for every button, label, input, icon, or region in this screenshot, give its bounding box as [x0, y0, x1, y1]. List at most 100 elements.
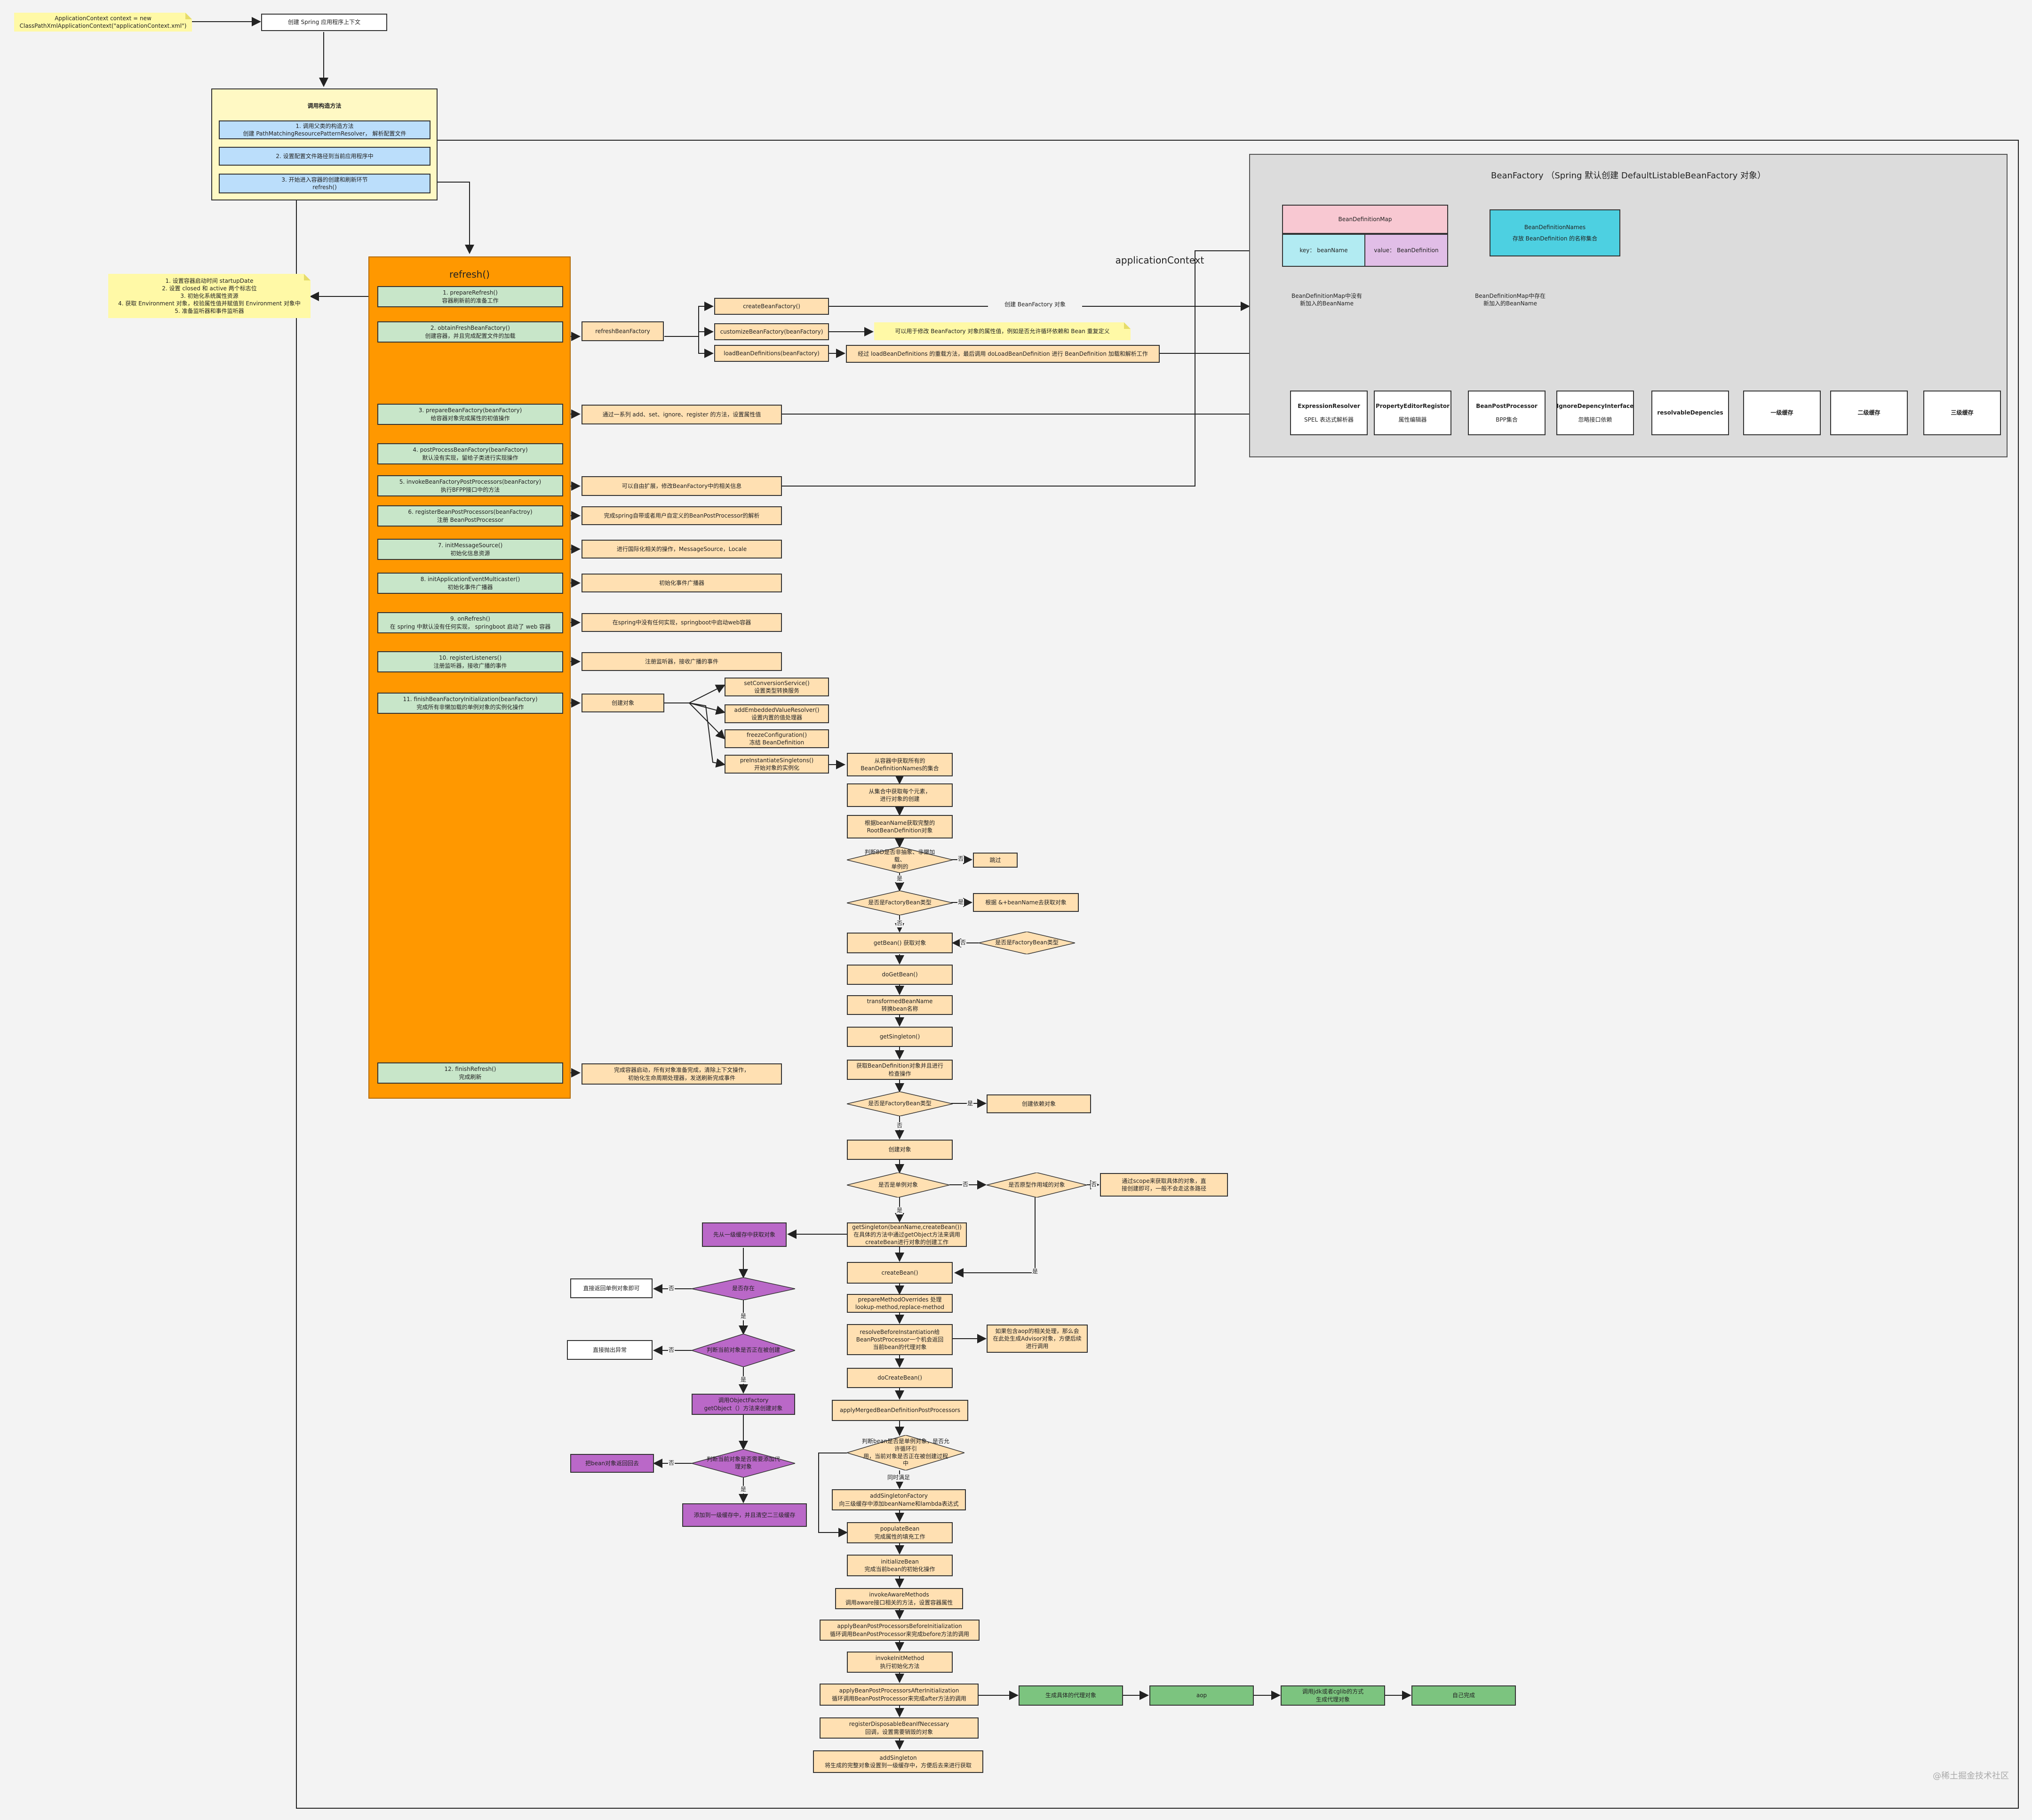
refresh-step-8: 8. initApplicationEventMulticaster() 初始化…	[377, 573, 563, 594]
apply-bpp-before-box: applyBeanPostProcessorsBeforeInitializat…	[820, 1620, 980, 1641]
component-title: BeanPostProcessor	[1476, 403, 1538, 410]
no-label-3: 否	[960, 939, 966, 947]
refresh-title: refresh()	[449, 269, 490, 280]
bean-definition-names-box: BeanDefinitionNames	[1490, 209, 1620, 256]
component-box-7: 二级缓存	[1830, 391, 1908, 435]
component-subtitle: 属性编辑器	[1398, 416, 1427, 423]
refresh-bean-factory-box: refreshBeanFactory	[582, 321, 664, 341]
flow-get-names: 从容器中获取所有的 BeanDefinitionNames的集合	[847, 753, 953, 776]
decision-non-abstract: 判断BD是否非抽象、非懒加载、 单例的	[847, 847, 953, 873]
refresh-step-5: 5. invokeBeanFactoryPostProcessors(beanF…	[377, 475, 563, 496]
bean-definition-names-desc: 存放 BeanDefinition 的名称集合	[1512, 235, 1598, 242]
meet-all-label: 同时满足	[880, 1474, 917, 1482]
get-singleton-create-bean-box: getSingleton(beanName,createBean()) 在具体的…	[847, 1222, 967, 1247]
side-step-5: 可以自由扩展，修改BeanFactory中的相关信息	[582, 476, 782, 496]
side-step-9: 在spring中没有任何实现，springboot中启动web容器	[582, 613, 782, 632]
get-singleton-box: getSingleton()	[847, 1027, 953, 1047]
map-with-name-note: BeanDefinitionMap中存在 新加入的BeanName	[1463, 293, 1557, 308]
component-subtitle: SPEL 表达式解析器	[1304, 416, 1354, 423]
refresh-step-11: 11. finishBeanFactoryInitialization(bean…	[377, 693, 563, 714]
refresh-step-2: 2. obtainFreshBeanFactory() 创建容器，并且完成配置文…	[377, 321, 563, 343]
no-label-6: 否	[1091, 1181, 1097, 1189]
add-first-level-cache-box: 添加到一级缓存中，并且清空二三级缓存	[682, 1503, 807, 1527]
refresh-step-4: 4. postProcessBeanFactory(beanFactory) 默…	[377, 443, 563, 464]
component-box-2: PropertyEditorRegistor 属性编辑器	[1374, 391, 1451, 435]
add-embedded-value-resolver-box: addEmbeddedValueResolver() 设置内置的值处理器	[725, 704, 829, 723]
component-subtitle: 忽略接口依赖	[1578, 416, 1612, 423]
no-label-7: 否	[668, 1285, 675, 1293]
decision-circular-reference: 判断bean是否是单例对象，是否允许循环引 用，当前对象是否正在被创建过程中	[847, 1435, 964, 1470]
no-label-9: 否	[668, 1460, 675, 1467]
aop-advisor-note-box: 如果包含aop的相关处理，那么会 在此处生成Advisor对象，方便后续 进行调…	[987, 1325, 1088, 1353]
constructor-step3: 3. 开始进入容器的创建和刷新环节 refresh()	[219, 174, 430, 193]
invoke-aware-methods-box: invokeAwareMethods 调用aware接口相关的方法，设置容器属性	[835, 1588, 963, 1609]
flow-root-bean-definition: 根据beanName获取完整的 RootBeanDefinition对象	[847, 815, 953, 838]
initialize-bean-box: initializeBean 完成当前bean的初始化操作	[847, 1555, 953, 1576]
no-label-2: 否	[896, 920, 903, 927]
resolve-before-instantiation-box: resolveBeforeInstantiation给 BeanPostProc…	[847, 1324, 953, 1355]
component-subtitle: BPP集合	[1496, 416, 1518, 423]
constructor-title: 调用构造方法	[307, 103, 342, 109]
aop-create-proxy-box: 生成具体的代理对象	[1019, 1685, 1123, 1706]
direct-return-box: 直接返回单例对象即可	[570, 1278, 653, 1298]
bean-definition-map-key: key： beanName	[1282, 234, 1365, 267]
apply-bpp-after-box: applyBeanPostProcessorsAfterInitializati…	[820, 1684, 979, 1706]
no-label-4: 否	[896, 1122, 903, 1130]
decision-factory-bean-2: 是否是FactoryBean类型	[979, 932, 1075, 954]
map-without-name-note: BeanDefinitionMap中没有 新加入的BeanName	[1280, 293, 1374, 308]
context-code-note: ApplicationContext context = new ClassPa…	[14, 13, 192, 32]
yes-label-7: 是	[740, 1376, 747, 1384]
side-step-3: 通过一系列 add、set、ignore、register 的方法，设置属性值	[582, 405, 782, 424]
yes-label-6: 是	[740, 1313, 747, 1320]
do-create-bean-box: doCreateBean()	[847, 1368, 953, 1388]
transformed-bean-name-box: transformedBeanName 转换bean名称	[847, 995, 953, 1015]
decision-non-abstract-text: 判断BD是否非抽象、非懒加载、 单例的	[864, 849, 935, 870]
populate-bean-box: populateBean 完成属性的填充工作	[847, 1522, 953, 1543]
yes-label-3: 是	[967, 1100, 973, 1108]
first-level-cache-box: 先从一级缓存中获取对象	[702, 1222, 787, 1247]
create-dependency-box: 创建依赖对象	[987, 1094, 1091, 1113]
yes-label-4: 是	[896, 1207, 903, 1214]
prepare-refresh-note: 1. 设置容器启动时间 startupDate 2. 设置 closed 和 a…	[108, 274, 311, 318]
decision-exists-text: 是否存在	[732, 1285, 755, 1292]
decision-prototype: 是否原型作用域的对象	[987, 1173, 1087, 1197]
add-singleton-factory-box: addSingletonFactory 向三级缓存中添加beanName和lam…	[832, 1489, 966, 1510]
apply-merged-bd-post-processors-box: applyMergedBeanDefinitionPostProcessors	[832, 1400, 968, 1421]
freeze-configuration-box: freezeConfiguration() 冻结 BeanDefinition	[725, 729, 829, 748]
set-conversion-service-box: setConversionService() 设置类型转换服务	[725, 678, 829, 696]
side-step-7: 进行国际化相关的操作，MessageSource，Locale	[582, 540, 782, 559]
prepare-method-overrides-box: prepareMethodOverrides 处理 lookup-method,…	[847, 1294, 953, 1313]
check-bean-definition-box: 获取BeanDefinition对象并且进行 检查操作	[847, 1060, 953, 1080]
create-bean-factory-box: createBeanFactory()	[714, 298, 829, 315]
do-get-bean-box: doGetBean()	[847, 965, 953, 985]
load-bean-definitions-box: loadBeanDefinitions(beanFactory)	[714, 345, 829, 362]
skip-box: 跳过	[973, 853, 1018, 868]
invoke-init-method-box: invokeInitMethod 执行初始化方法	[847, 1652, 953, 1673]
create-object-box: 创建对象	[847, 1140, 953, 1160]
create-bean-factory-label: 创建 BeanFactory 对象	[988, 301, 1082, 309]
yes-label-8: 是	[740, 1486, 747, 1493]
yes-label-1: 是	[896, 875, 903, 883]
decision-prototype-text: 是否原型作用域的对象	[1008, 1181, 1065, 1188]
component-title: IgnoreDepencyInterface	[1556, 403, 1634, 410]
component-box-4: IgnoreDepencyInterface 忽略接口依赖	[1556, 391, 1634, 435]
refresh-step-6: 6. registerBeanPostProcessors(beanFactro…	[377, 505, 563, 527]
no-label-5: 否	[962, 1181, 969, 1189]
decision-circular-reference-text: 判断bean是否是单例对象，是否允许循环引 用，当前对象是否正在被创建过程中	[862, 1438, 949, 1467]
decision-being-created-text: 判断当前对象是否正在被创建	[706, 1347, 780, 1354]
component-title: resolvableDepencies	[1657, 409, 1723, 416]
yes-label-5: 是	[1032, 1268, 1038, 1276]
decision-factory-bean-1: 是否是FactoryBean类型	[847, 891, 953, 915]
decision-being-created: 判断当前对象是否正在被创建	[692, 1334, 795, 1367]
refresh-step-1: 1. prepareRefresh() 容器刷新前的准备工作	[377, 286, 563, 307]
component-title: PropertyEditorRegistor	[1375, 403, 1450, 410]
decision-factory-bean-3-text: 是否是FactoryBean类型	[868, 1100, 932, 1107]
refresh-step-3: 3. prepareBeanFactory(beanFactory) 给容器对象…	[377, 404, 563, 425]
amp-bean-name-box: 根据 &+beanName去获取对象	[973, 893, 1079, 912]
return-bean-box: 把bean对象返回回去	[570, 1454, 654, 1473]
yes-label-2: 是	[957, 899, 964, 906]
component-title: 三级缓存	[1951, 409, 1974, 416]
